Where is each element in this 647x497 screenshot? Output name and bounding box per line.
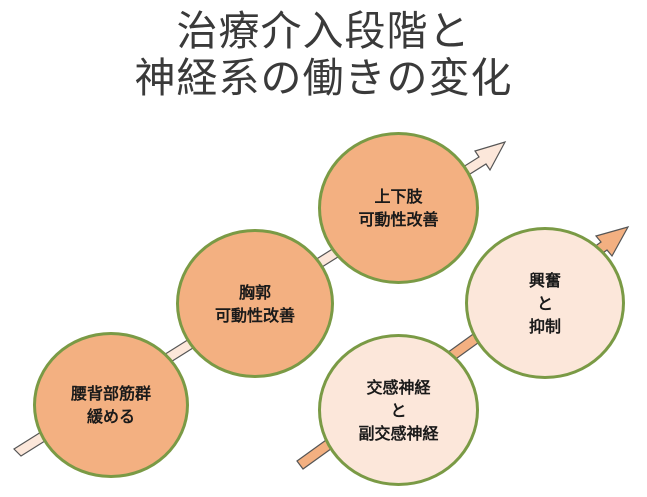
node-line: 交感神経 [366, 377, 431, 397]
node-limb-mobility: 上下肢 可動性改善 [318, 132, 479, 284]
node-excitation-inhibition: 興奮 と 抑制 [465, 227, 625, 379]
node-sympathetic-parasympathetic: 交感神経 と 副交感神経 [318, 334, 479, 486]
node-line: と [536, 293, 553, 313]
title-line-1: 治療介入段階と [176, 7, 471, 55]
node-line: 緩める [86, 407, 135, 426]
node-line: 副交感神経 [358, 423, 439, 443]
node-line: 上下肢 [374, 187, 423, 206]
node-line: 可動性改善 [358, 210, 439, 229]
node-line: 興奮 [528, 270, 561, 290]
node-thorax-mobility: 胸郭 可動性改善 [176, 229, 334, 378]
node-lumbar-muscles: 腰背部筋群 緩める [33, 332, 189, 478]
diagram-title: 治療介入段階と 神経系の働きの変化 [0, 8, 647, 102]
node-line: 抑制 [528, 316, 561, 336]
title-line-2: 神経系の働きの変化 [134, 54, 513, 102]
node-line: と [390, 400, 407, 420]
node-line: 腰背部筋群 [70, 384, 151, 403]
node-line: 可動性改善 [214, 305, 295, 325]
node-line: 胸郭 [238, 282, 271, 302]
